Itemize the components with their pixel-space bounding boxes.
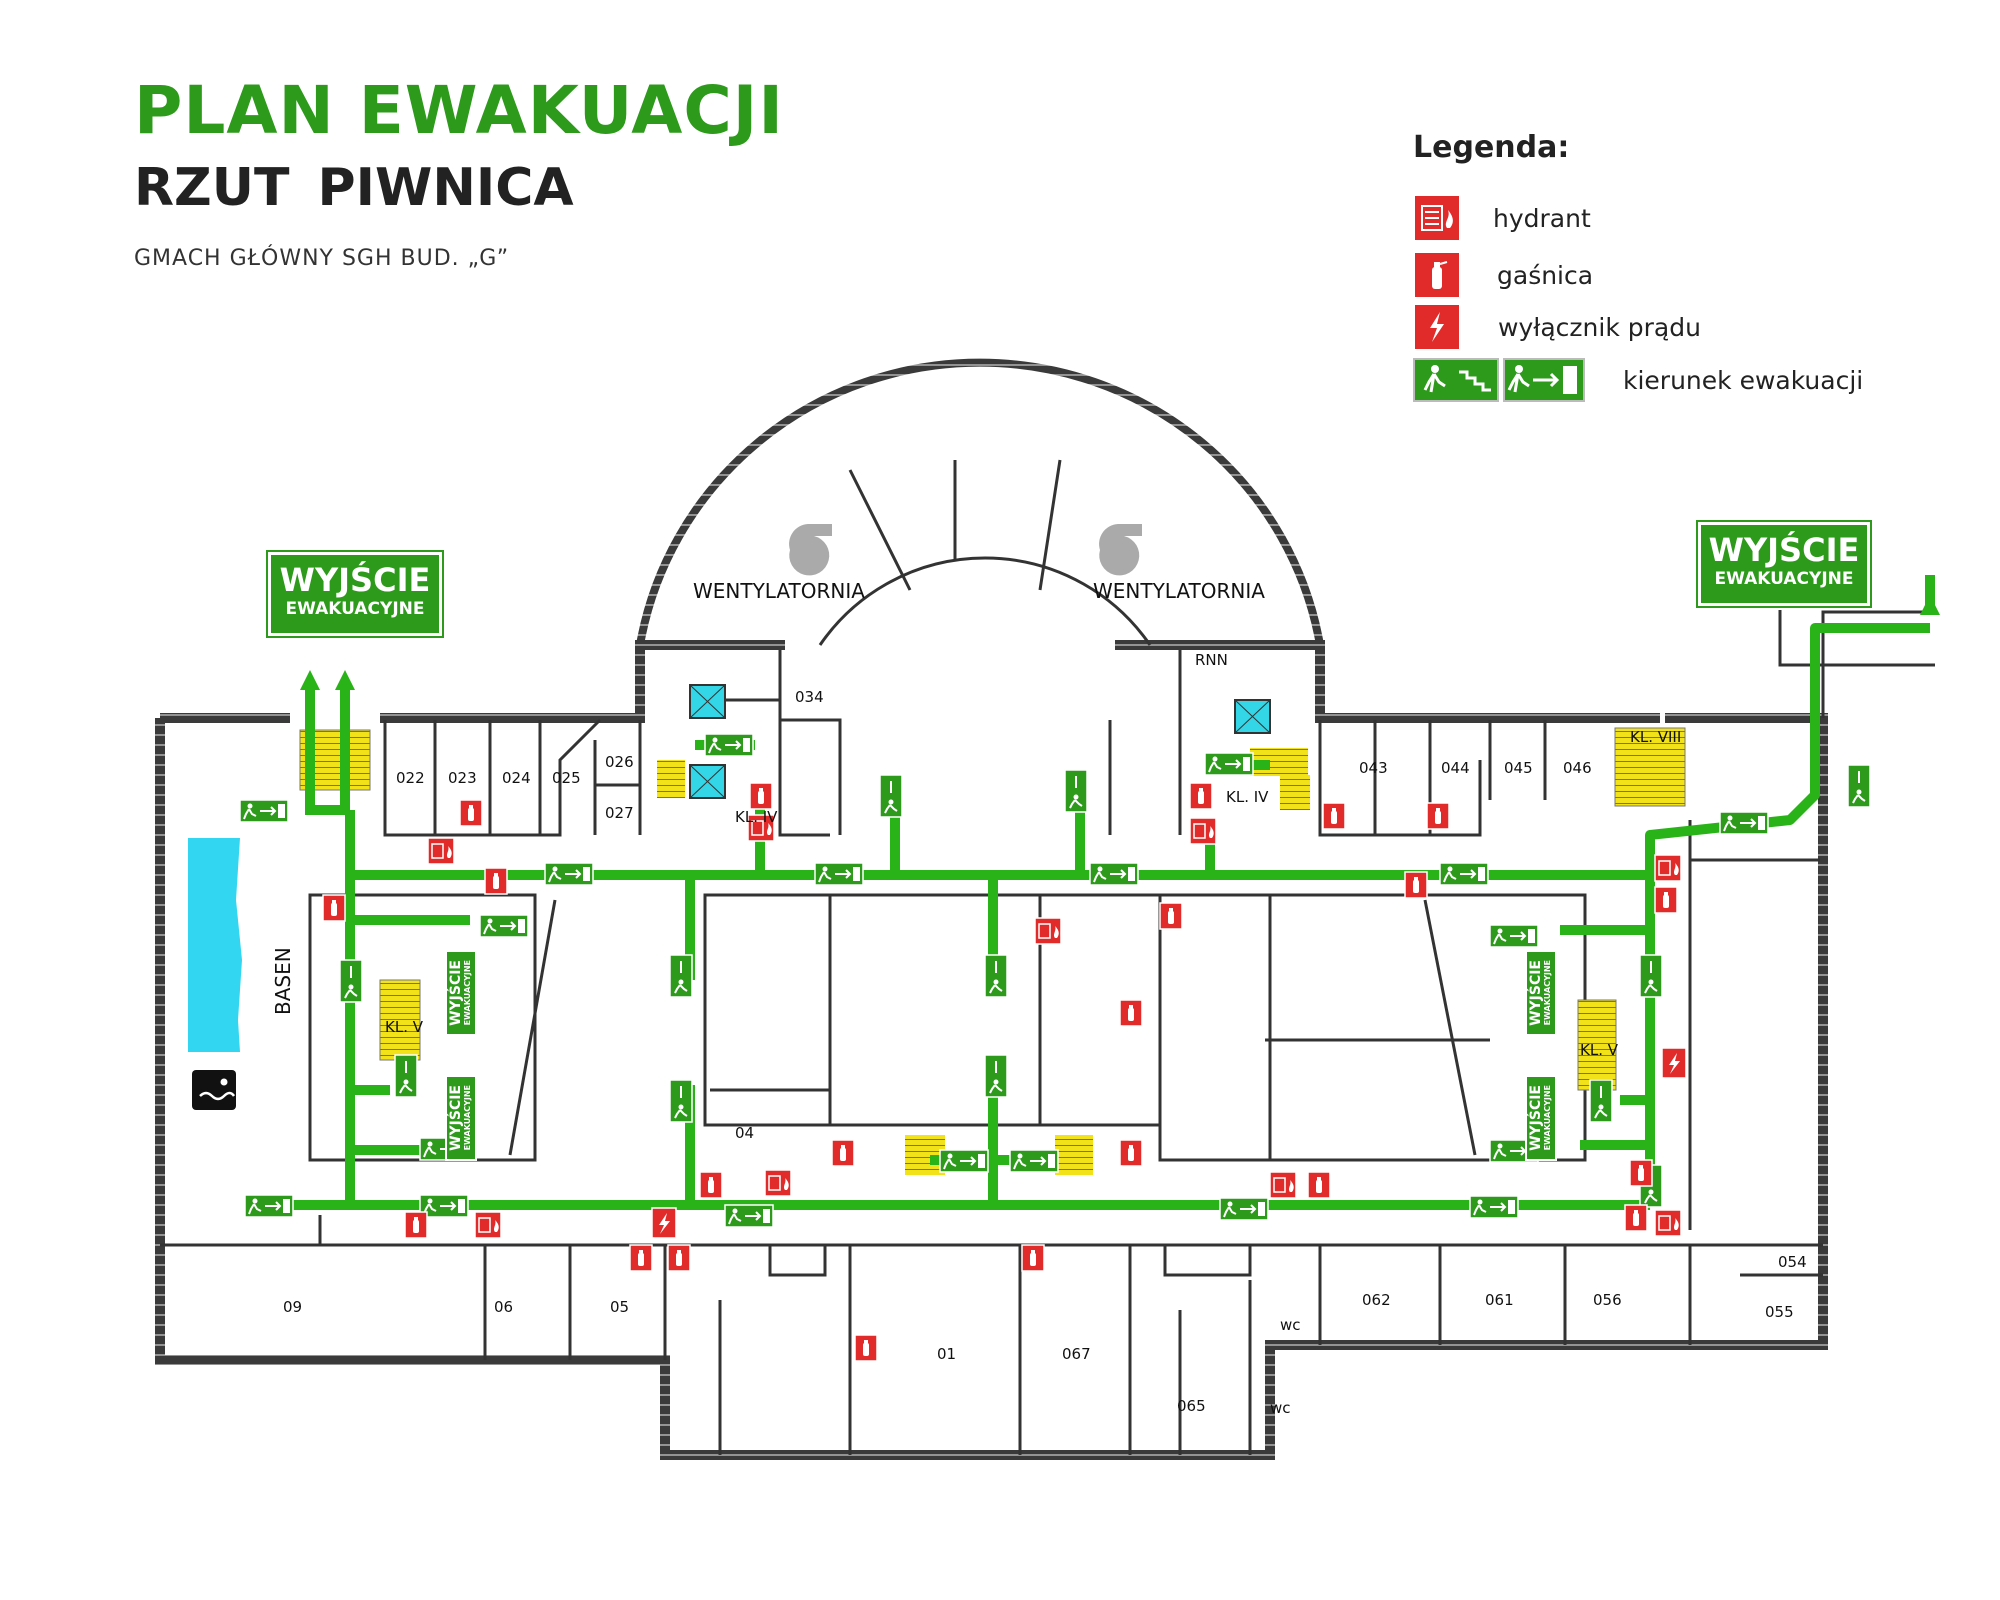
room-061: 061 [1485, 1291, 1514, 1309]
exit-sign-right-line1: WYJŚCIE [1708, 531, 1860, 569]
ventilation-left-label: WENTYLATORNIA [693, 579, 865, 603]
evacuation-direction-icon [1503, 358, 1585, 402]
elevators [689, 684, 1271, 799]
ventilation-right-label: WENTYLATORNIA [1093, 579, 1265, 603]
room-023: 023 [448, 769, 477, 787]
room-044: 044 [1441, 759, 1470, 777]
vertical-exit-sign-1-line2: EWAKUACYJNE [463, 960, 473, 1026]
room-04: 04 [735, 1124, 754, 1142]
stair-kl-iv-left: KL. IV [735, 808, 778, 826]
pool-label: BASEN [271, 947, 295, 1015]
room-034: 034 [795, 688, 824, 706]
legend-heading: Legenda: [1413, 130, 1570, 165]
exit-sign-right-line2: EWAKUACYJNE [1714, 569, 1854, 590]
stair-kl-v-left: KL. V [385, 1018, 424, 1036]
legend: Legenda: hydrant gaśnica wyłączn [1413, 130, 1973, 410]
evacuation-signs [239, 733, 1871, 1228]
room-09: 09 [283, 1298, 302, 1316]
vertical-exit-sign-3-line1: WYJŚCIE [1528, 960, 1545, 1026]
building-name: GMACH GŁÓWNY SGH BUD. „G” [134, 246, 510, 271]
room-01: 01 [937, 1345, 956, 1363]
room-046: 046 [1563, 759, 1592, 777]
vertical-exit-sign-2-line2: EWAKUACYJNE [463, 1085, 473, 1151]
legend-label-power-switch: wyłącznik prądu [1498, 313, 1701, 342]
exit-sign-left-line1: WYJŚCIE [279, 561, 431, 599]
exit-sign-left-line2: EWAKUACYJNE [285, 599, 425, 620]
legend-label-hydrant: hydrant [1493, 204, 1591, 233]
vertical-exit-sign-3: WYJŚCIE EWAKUACYJNE [1525, 950, 1557, 1036]
pool-water [188, 838, 242, 1052]
vertical-exit-sign-1: WYJŚCIE EWAKUACYJNE [445, 950, 477, 1036]
fan-icon [789, 524, 1142, 576]
room-wc-2: wc [1270, 1399, 1291, 1417]
vertical-exit-sign-1-line1: WYJŚCIE [448, 960, 465, 1026]
title-block: PLAN EWAKUACJI RZUT PIWNICA GMACH GŁÓWNY… [134, 72, 784, 272]
room-06: 06 [494, 1298, 513, 1316]
room-067: 067 [1062, 1345, 1091, 1363]
evacuation-routes [245, 623, 1930, 1210]
vertical-exit-sign-4: WYJŚCIE EWAKUACYJNE [1525, 1075, 1557, 1161]
vertical-exit-sign-4-line1: WYJŚCIE [1528, 1085, 1545, 1151]
evacuation-stairs-sign-icon [1413, 358, 1499, 402]
plan-title: PLAN EWAKUACJI [134, 72, 784, 149]
hydrant-icon [1415, 196, 1459, 240]
room-027: 027 [605, 804, 634, 822]
vertical-exit-sign-3-line2: EWAKUACYJNE [1543, 960, 1553, 1026]
room-025: 025 [552, 769, 581, 787]
inner-walls [160, 459, 1935, 1455]
power-switch-marks [651, 1047, 1687, 1239]
stair-kl-viii: KL. VIII [1630, 728, 1681, 746]
room-wc-1: wc [1280, 1316, 1301, 1334]
power-switch-icon [1415, 305, 1459, 349]
room-054: 054 [1778, 1253, 1807, 1271]
legend-label-extinguisher: gaśnica [1497, 261, 1594, 290]
room-065: 065 [1177, 1397, 1206, 1415]
swimming-icon [192, 1070, 236, 1110]
room-024: 024 [502, 769, 531, 787]
room-026: 026 [605, 753, 634, 771]
vertical-exit-sign-2: WYJŚCIE EWAKUACYJNE [445, 1075, 477, 1161]
stair-kl-v-right: KL. V [1580, 1041, 1619, 1059]
room-043: 043 [1359, 759, 1388, 777]
room-045: 045 [1504, 759, 1533, 777]
room-056: 056 [1593, 1291, 1622, 1309]
vertical-exit-sign-4-line2: EWAKUACYJNE [1543, 1085, 1553, 1151]
outer-walls [155, 358, 1828, 1460]
room-055: 055 [1765, 1303, 1794, 1321]
stairs [299, 727, 1686, 1175]
room-062: 062 [1362, 1291, 1391, 1309]
legend-label-evacuation-direction: kierunek ewakuacji [1623, 366, 1864, 395]
stair-kl-iv-right: KL. IV [1226, 788, 1269, 806]
extinguisher-icon [1415, 253, 1459, 297]
room-rnn: RNN [1195, 651, 1228, 669]
room-022: 022 [396, 769, 425, 787]
room-05: 05 [610, 1298, 629, 1316]
plan-subtitle: RZUT PIWNICA [134, 158, 574, 218]
exit-sign-right: WYJŚCIE EWAKUACYJNE [1696, 520, 1872, 608]
vertical-exit-sign-2-line1: WYJŚCIE [448, 1085, 465, 1151]
exit-sign-left: WYJŚCIE EWAKUACYJNE [266, 550, 444, 638]
